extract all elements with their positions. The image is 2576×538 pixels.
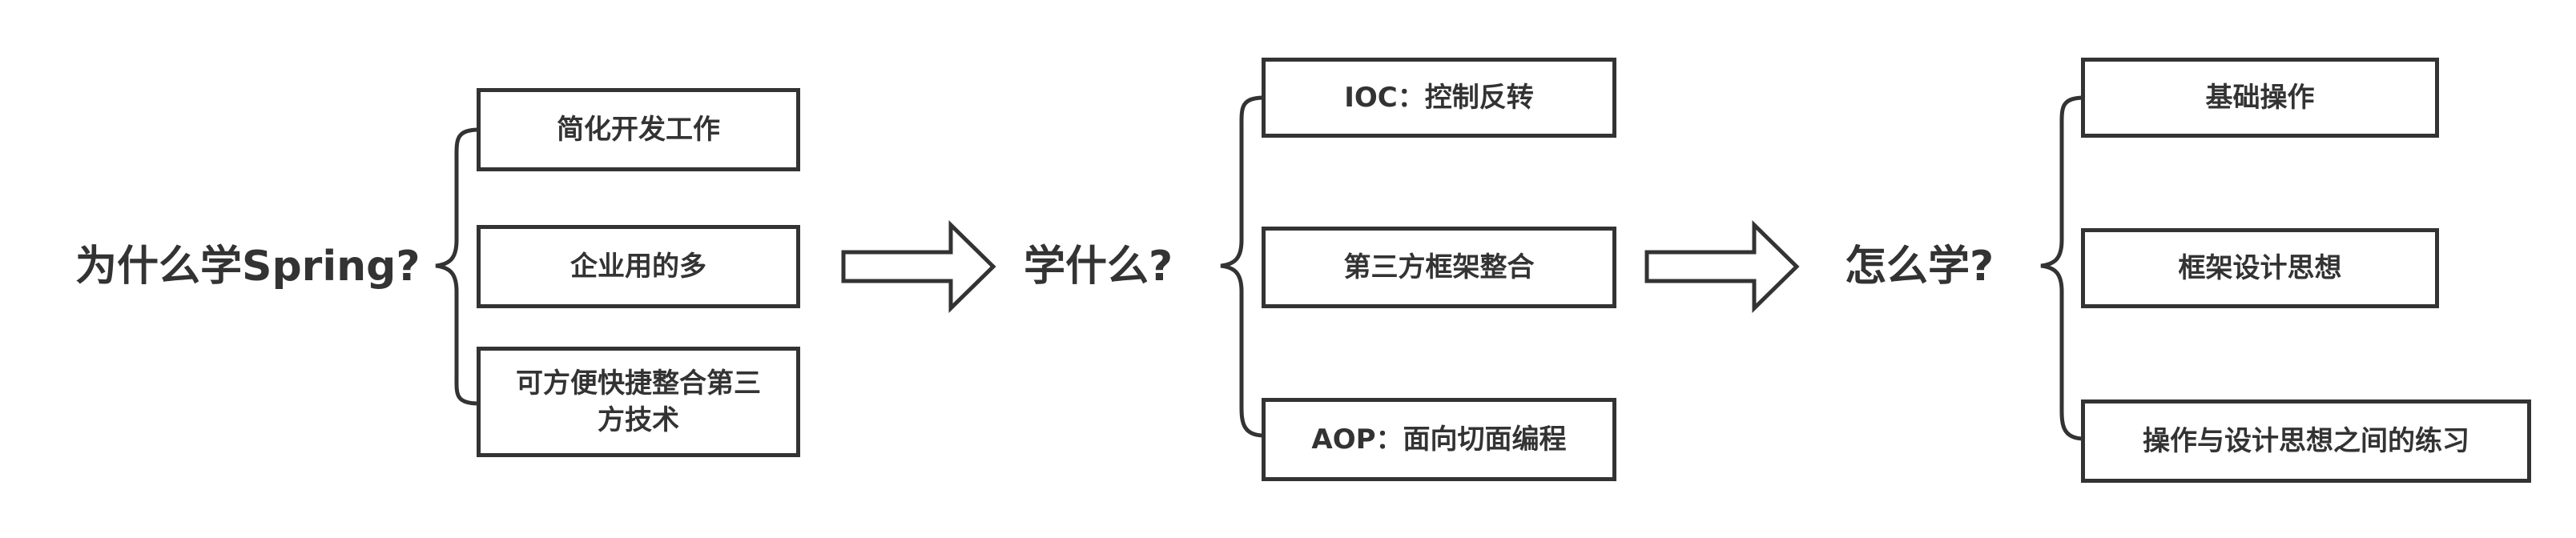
node-label: 企业用的多 <box>570 251 706 283</box>
arrow-right-icon <box>841 220 996 313</box>
node-label: 框架设计思想 <box>2178 252 2342 284</box>
brace-why <box>435 127 481 406</box>
node-simplify-dev: 简化开发工作 <box>477 88 800 171</box>
node-practice: 操作与设计思想之间的练习 <box>2081 399 2531 483</box>
arrow-right-icon <box>1644 220 1800 313</box>
node-integrate-third-party: 可方便快捷整合第三方技术 <box>477 347 800 457</box>
node-framework-integration: 第三方框架整合 <box>1262 227 1616 308</box>
node-label: 操作与设计思想之间的练习 <box>2143 425 2469 457</box>
node-label: 可方便快捷整合第三方技术 <box>516 367 761 436</box>
heading-what: 学什么? <box>1024 243 1173 291</box>
node-design-thinking: 框架设计思想 <box>2081 228 2439 308</box>
brace-how <box>2040 95 2087 441</box>
heading-how: 怎么学? <box>1845 243 1994 291</box>
node-label: 第三方框架整合 <box>1343 251 1535 283</box>
node-aop: AOP：面向切面编程 <box>1262 398 1616 481</box>
heading-why-spring: 为什么学Spring? <box>75 243 421 291</box>
node-basic-operations: 基础操作 <box>2081 58 2439 138</box>
node-label: 基础操作 <box>2205 82 2315 114</box>
node-label: IOC：控制反转 <box>1344 82 1534 114</box>
brace-what <box>1220 95 1266 438</box>
node-enterprise-use: 企业用的多 <box>477 225 800 308</box>
node-label: AOP：面向切面编程 <box>1311 424 1567 456</box>
node-ioc: IOC：控制反转 <box>1262 58 1616 138</box>
node-label: 简化开发工作 <box>557 114 720 146</box>
